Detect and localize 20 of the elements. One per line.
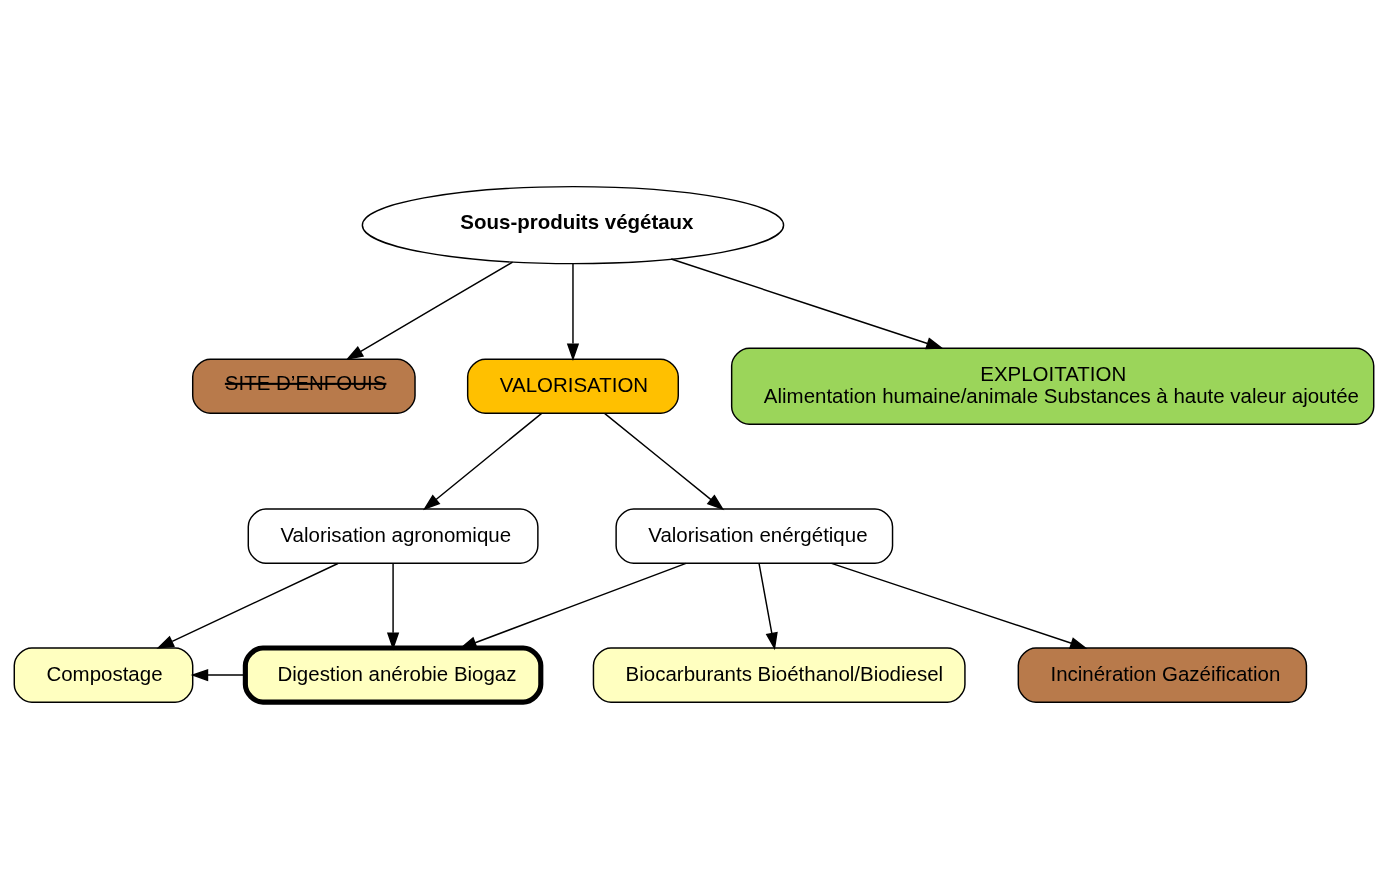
arrow (758, 562, 778, 650)
arrow (190, 668, 246, 681)
node-box: Valorisation enérgétique (615, 507, 894, 564)
arrow (566, 262, 580, 361)
node-box: Valorisation agronomique (247, 507, 539, 564)
node-box: SITE D’ENFOUIS (192, 357, 416, 414)
arrow (345, 260, 514, 360)
node-box: Biocarburants Bioéthanol/Biodiesel (592, 646, 966, 703)
node-box: Incinération Gazéification (1017, 646, 1308, 703)
node-box: VALORISATION (466, 357, 679, 414)
arrow (830, 562, 1088, 649)
node-ellipse: Sous-produits végétaux (361, 185, 785, 264)
node-box: Digestion anérobie Biogaz (242, 645, 544, 705)
node-box: Compostage (13, 646, 194, 703)
arrow (670, 257, 944, 349)
arrow (156, 562, 339, 649)
arrow (459, 562, 687, 649)
arrow (422, 412, 543, 510)
node-box: EXPLOITATION Alimentation humaine/animale Substances à haute valeur ajoutée (730, 346, 1375, 425)
arrow (603, 412, 725, 510)
